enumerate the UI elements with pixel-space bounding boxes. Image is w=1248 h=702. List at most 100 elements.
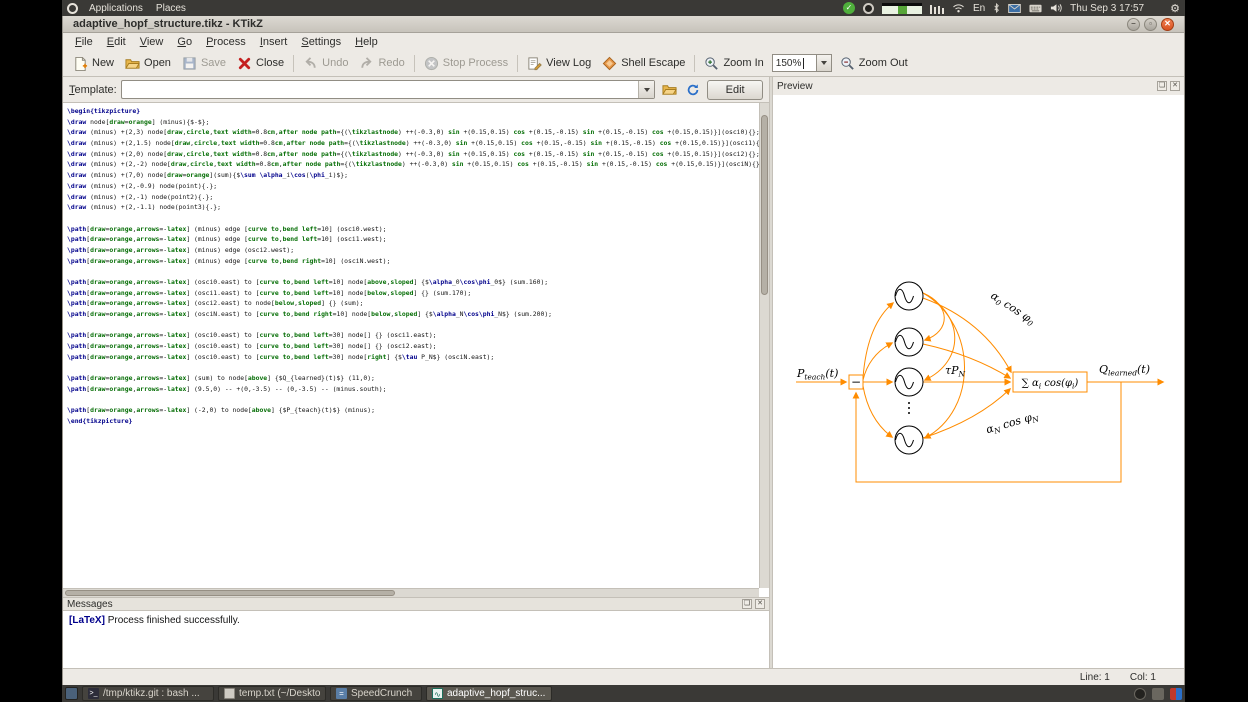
redo-button[interactable]: Redo — [354, 53, 409, 74]
wifi-icon[interactable] — [952, 3, 965, 13]
calculator-icon: = — [336, 688, 347, 699]
oscillator-circles — [895, 282, 923, 454]
task-item-terminal[interactable]: >_ /tmp/ktikz.git : bash ... — [82, 686, 214, 701]
refresh-icon — [686, 83, 700, 97]
mail-icon[interactable] — [1008, 4, 1021, 13]
code-line: \path[draw=orange,arrows=-latex] (sum) t… — [67, 373, 759, 384]
zoom-in-label: Zoom In — [723, 57, 763, 69]
open-button[interactable]: Open — [120, 53, 176, 74]
text-caret — [803, 58, 804, 69]
code-line: \path[draw=orange,arrows=-latex] (minus)… — [67, 256, 759, 267]
close-file-button[interactable]: Close — [232, 53, 289, 74]
code-line: \end{tikzpicture} — [67, 416, 759, 427]
horizontal-scrollbar-thumb[interactable] — [65, 590, 395, 596]
chevron-down-icon — [821, 61, 827, 65]
undo-label: Undo — [322, 57, 348, 69]
close-dock-icon[interactable]: ✕ — [1170, 81, 1180, 91]
task-label: adaptive_hopf_struc... — [447, 688, 545, 699]
volume-icon[interactable] — [1050, 3, 1062, 13]
keyboard-layout-indicator[interactable]: En — [973, 3, 985, 14]
vertical-scrollbar-thumb[interactable] — [761, 115, 768, 295]
tray-icon-1[interactable] — [1134, 688, 1146, 700]
status-line: Line: 1 — [1080, 672, 1110, 683]
task-item-speedcrunch[interactable]: = SpeedCrunch — [330, 686, 422, 701]
undo-icon — [303, 56, 318, 71]
zoom-out-button[interactable]: Zoom Out — [835, 53, 913, 74]
code-line: \path[draw=orange,arrows=-latex] (osci0.… — [67, 330, 759, 341]
task-item-ktikz[interactable]: ∿ adaptive_hopf_struc... — [426, 686, 552, 701]
template-dropdown-button[interactable] — [638, 81, 654, 98]
bluetooth-icon[interactable] — [993, 2, 1000, 14]
menu-process[interactable]: Process — [199, 35, 253, 49]
zoom-level-input[interactable]: 150% — [772, 54, 816, 72]
code-line: \draw (minus) +(2,-2) node[draw,circle,t… — [67, 159, 759, 170]
system-tray — [1134, 688, 1182, 700]
stop-process-button[interactable]: Stop Process — [419, 53, 513, 74]
float-dock-icon[interactable]: ❏ — [1157, 81, 1167, 91]
zoom-dropdown-button[interactable] — [816, 54, 832, 72]
places-menu[interactable]: Places — [154, 3, 188, 14]
menu-view[interactable]: View — [133, 35, 171, 49]
shell-escape-button[interactable]: Shell Escape — [597, 53, 690, 74]
close-button[interactable]: ✕ — [1161, 18, 1174, 31]
code-line: \begin{tikzpicture} — [67, 106, 759, 117]
menu-go[interactable]: Go — [170, 35, 199, 49]
template-combobox[interactable] — [121, 80, 656, 99]
view-log-label: View Log — [546, 57, 591, 69]
alphaN-label: αN cos φN — [984, 409, 1040, 438]
save-button[interactable]: Save — [177, 53, 231, 74]
zoom-in-icon — [704, 56, 719, 71]
applications-menu[interactable]: Applications — [87, 3, 145, 14]
load-bars-icon[interactable] — [930, 3, 944, 14]
zoom-out-icon — [840, 56, 855, 71]
tray-icon-3[interactable] — [1170, 688, 1182, 700]
menu-settings[interactable]: Settings — [294, 35, 348, 49]
new-button[interactable]: New — [68, 53, 119, 74]
zoom-in-button[interactable]: Zoom In — [699, 53, 768, 74]
close-dock-icon[interactable]: ✕ — [755, 599, 765, 609]
code-line — [67, 363, 759, 374]
close-file-label: Close — [256, 57, 284, 69]
messages-dock-header: Messages ❏ ✕ — [63, 597, 769, 611]
task-item-text-editor[interactable]: temp.txt (~/Desktop... — [218, 686, 326, 701]
float-dock-icon[interactable]: ❏ — [742, 599, 752, 609]
code-line — [67, 266, 759, 277]
horizontal-scrollbar[interactable] — [63, 588, 759, 597]
template-reload-button[interactable] — [683, 80, 703, 100]
menu-edit[interactable]: Edit — [100, 35, 133, 49]
keyboard-icon[interactable] — [1029, 4, 1042, 13]
updates-ok-icon[interactable]: ✓ — [843, 2, 855, 14]
shell-escape-label: Shell Escape — [621, 57, 685, 69]
new-label: New — [92, 57, 114, 69]
code-line — [67, 320, 759, 331]
menu-insert[interactable]: Insert — [253, 35, 295, 49]
messages-title: Messages — [67, 599, 113, 610]
menu-help[interactable]: Help — [348, 35, 385, 49]
vertical-scrollbar[interactable] — [759, 103, 769, 588]
settings-gear-icon[interactable]: ⚙ — [1170, 2, 1180, 15]
template-open-button[interactable] — [659, 80, 679, 100]
code-line: \path[draw=orange,arrows=-latex] (osci0.… — [67, 277, 759, 288]
view-log-button[interactable]: View Log — [522, 53, 596, 74]
cpu-load-graph[interactable] — [882, 3, 922, 14]
undo-button[interactable]: Undo — [298, 53, 353, 74]
show-desktop-button[interactable] — [65, 687, 78, 700]
redo-icon — [359, 56, 374, 71]
clock[interactable]: Thu Sep 3 17:57 — [1070, 3, 1144, 14]
tray-icon-2[interactable] — [1152, 688, 1164, 700]
code-editor[interactable]: \begin{tikzpicture}\draw node[draw=orang… — [63, 103, 759, 588]
session-indicator-icon[interactable] — [863, 3, 874, 14]
menu-file[interactable]: File — [68, 35, 100, 49]
task-label: SpeedCrunch — [351, 688, 412, 699]
template-edit-button[interactable]: Edit — [707, 80, 763, 100]
code-line: \draw (minus) +(7,0) node[draw=orange](s… — [67, 170, 759, 181]
maximize-button[interactable]: ▫ — [1144, 18, 1157, 31]
save-icon — [182, 56, 197, 71]
code-line: \draw (minus) +(2,3) node[draw,circle,te… — [67, 127, 759, 138]
code-line — [67, 395, 759, 406]
preview-pane: Preview ❏ ✕ — [773, 77, 1184, 668]
tau-pn-label: τPN — [945, 364, 966, 379]
titlebar[interactable]: adaptive_hopf_structure.tikz - KTikZ – ▫… — [63, 16, 1184, 33]
code-line: \draw (minus) +(2,-0.9) node(point){.}; — [67, 181, 759, 192]
minimize-button[interactable]: – — [1127, 18, 1140, 31]
